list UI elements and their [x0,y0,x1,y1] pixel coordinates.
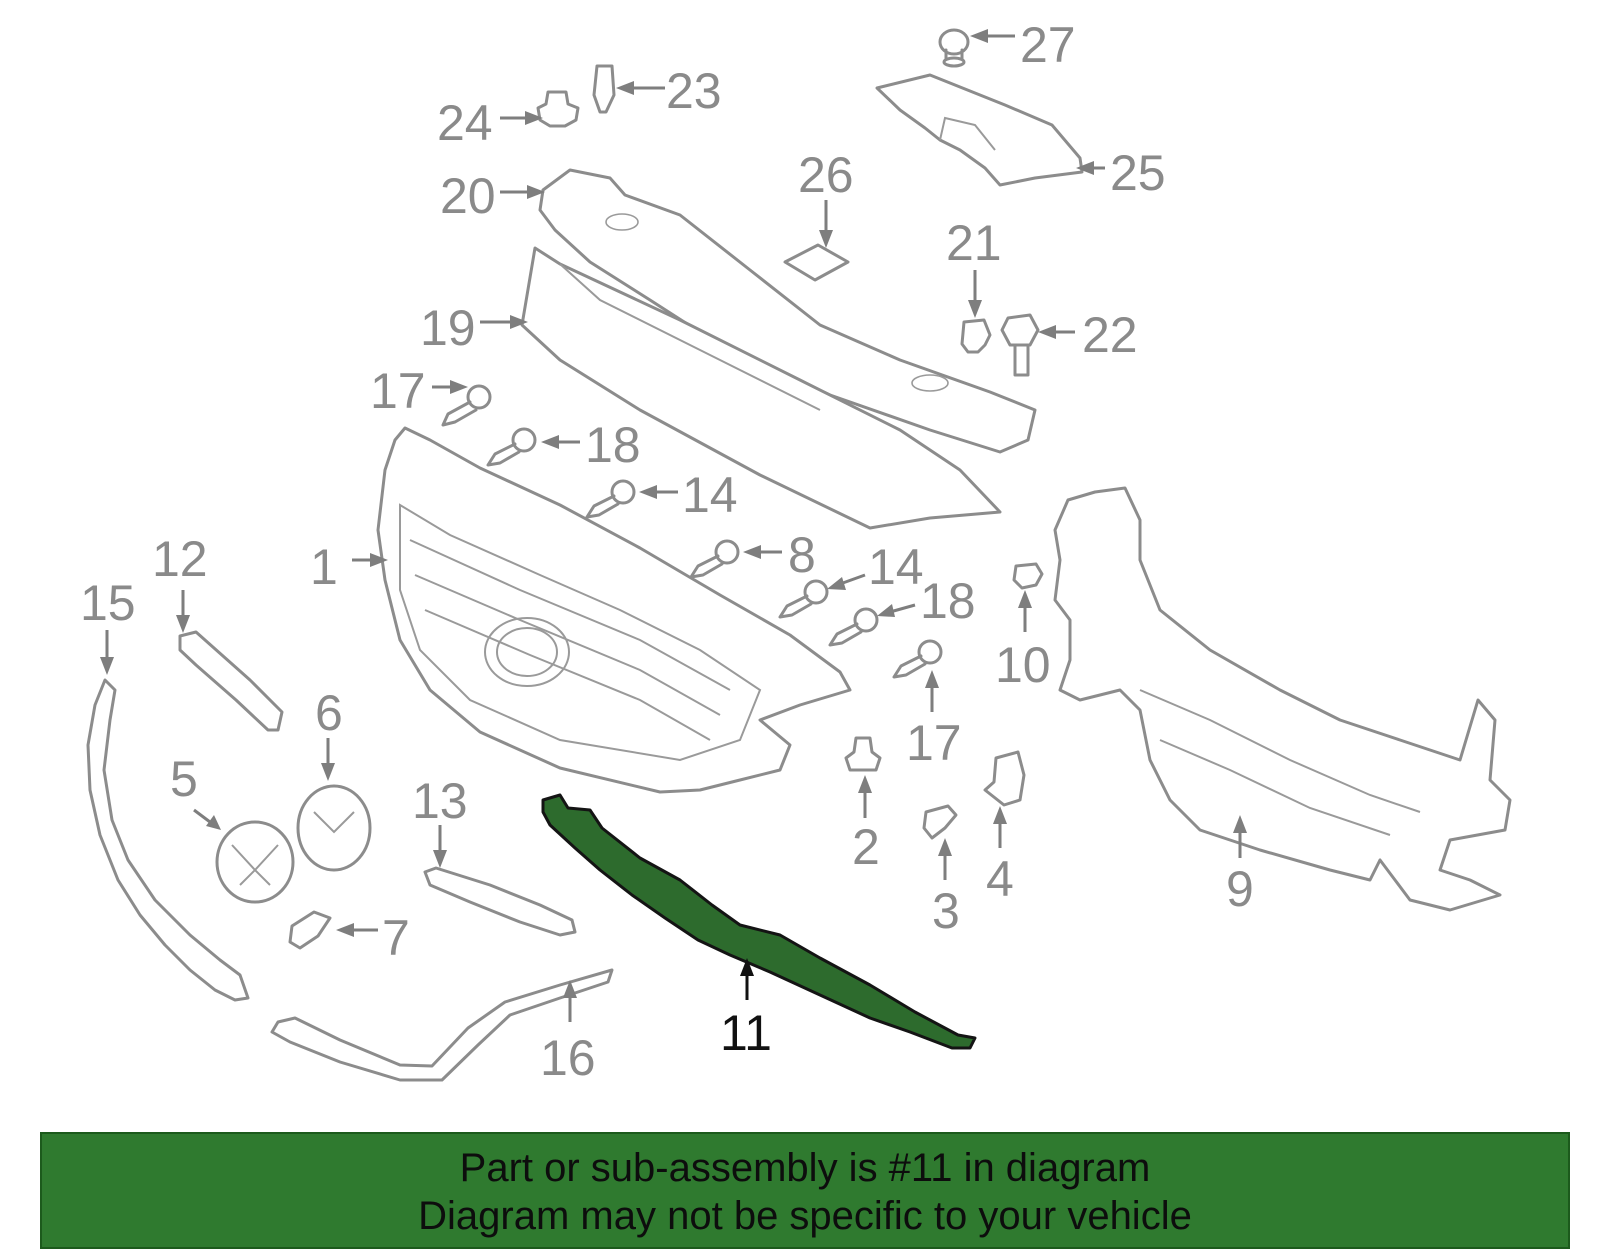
part-16-molding [270,968,614,1082]
banner-line-part: Part or sub-assembly is #11 in diagram [459,1146,1151,1190]
callout-8: 8 [788,527,816,583]
screw-17-top [441,384,492,427]
part-23-push-pin [592,64,616,114]
part-25-upper-shield [875,73,1084,187]
callout-5: 5 [170,751,198,807]
part-22-bolt [1000,313,1040,377]
part-6-emblem-base [296,784,372,872]
part-9-bumper-support [1053,486,1512,912]
callout-4: 4 [986,851,1014,907]
part-10-clip [1012,562,1044,590]
callout-27: 27 [1020,17,1076,73]
callout-13: 13 [412,773,468,829]
part-20-upper-seal [538,168,1037,454]
screw-14-top [585,479,636,519]
callout-labels: 27 23 24 25 20 26 21 22 19 17 18 14 8 14… [80,17,1254,1086]
part-24-clip [536,90,580,128]
screw-14-mid [778,579,829,619]
part-2-clip [844,736,882,772]
part-12-molding [178,630,284,732]
info-banner: Part or sub-assembly is #11 in diagram D… [40,1132,1570,1249]
part-15-molding [86,678,250,1002]
callout-12: 12 [152,531,208,587]
callout-1: 1 [310,539,338,595]
callout-17-top: 17 [370,363,426,419]
callout-19: 19 [420,300,476,356]
callout-2: 2 [852,819,880,875]
callout-14-mid: 14 [868,539,924,595]
part-21-clip [960,318,992,354]
callout-23: 23 [666,63,722,119]
part-3-bracket [922,804,958,840]
part-11-highlighted [541,793,977,1050]
screw-17-low [892,639,943,679]
callout-16: 16 [540,1030,596,1086]
part-26-pad [783,243,850,282]
callout-18-top: 18 [585,417,641,473]
callout-26: 26 [798,147,854,203]
screw-18-mid [828,607,879,647]
callout-6: 6 [315,685,343,741]
screw-18-top [486,427,537,467]
callout-17-low: 17 [906,715,962,771]
callout-24: 24 [437,95,493,151]
part-4-bracket [983,750,1026,807]
callout-arrows [100,29,1247,1022]
callout-22: 22 [1082,307,1138,363]
callout-11-highlighted: 11 [720,1005,772,1061]
part-1-grille [376,426,852,794]
callout-20: 20 [440,168,496,224]
callout-18-mid: 18 [920,573,976,629]
callout-25: 25 [1110,145,1166,201]
callout-14-top: 14 [682,467,738,523]
screw-8 [689,539,740,579]
callout-15: 15 [80,575,136,631]
callout-10: 10 [995,637,1051,693]
callout-9: 9 [1226,861,1254,917]
part-27-clip [938,28,970,68]
callout-7: 7 [382,910,410,966]
part-19-shield-panel [520,246,1002,530]
part-13-molding [423,866,577,937]
part-5-emblem [215,820,295,904]
callout-21: 21 [946,215,1002,271]
callout-3: 3 [932,883,960,939]
part-7-clip [288,910,332,950]
banner-line-disclaimer: Diagram may not be specific to your vehi… [418,1194,1192,1238]
